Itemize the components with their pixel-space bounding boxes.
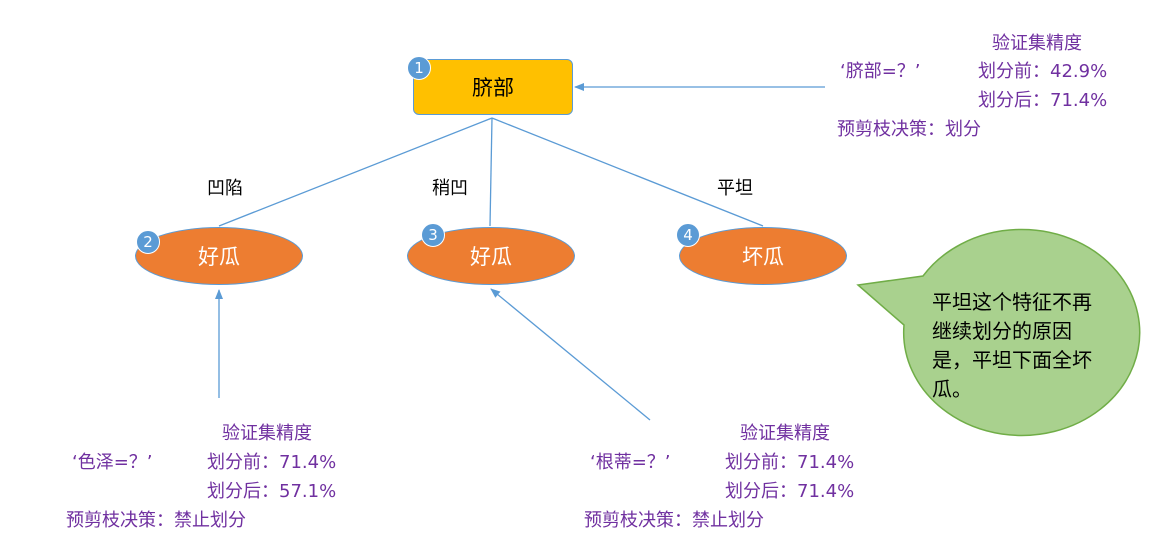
root-panel-split: ‘脐部=？’ [840, 61, 921, 82]
left-panel-after: 划分后：57.1% [207, 481, 337, 502]
middle-panel-title: 验证集精度 [740, 423, 830, 444]
leaf-node-2-number-badge: 2 [136, 230, 160, 254]
edge-root-to-node-4 [491, 117, 764, 227]
left-panel-title: 验证集精度 [222, 423, 312, 444]
left-panel-split: ‘色泽=？’ [72, 452, 153, 473]
leaf-node-4-number-badge: 4 [676, 223, 700, 247]
middle-panel-split: ‘根蒂=？’ [590, 452, 671, 473]
middle-panel-before: 划分前：71.4% [725, 452, 855, 473]
root-node: 脐部 [413, 59, 573, 115]
root-panel-title: 验证集精度 [992, 33, 1082, 54]
root-node-number-badge: 1 [407, 56, 431, 80]
callout-text: 平坦这个特征不再继续划分的原因是，平坦下面全坏瓜。 [932, 290, 1092, 401]
edge-label-slightly-concave: 稍凹 [432, 178, 468, 199]
edge-root-to-node-3 [489, 117, 493, 227]
middle-panel-decision: 预剪枝决策：禁止划分 [584, 510, 764, 531]
root-panel-decision: 预剪枝决策：划分 [837, 119, 981, 140]
edge-label-flat: 平坦 [717, 178, 753, 199]
middle-panel-after: 划分后：71.4% [725, 481, 855, 502]
edge-label-concave: 凹陷 [207, 178, 243, 199]
leaf-node-3-label: 好瓜 [470, 245, 512, 269]
root-node-label: 脐部 [472, 76, 514, 100]
leaf-node-4-label: 坏瓜 [742, 245, 784, 269]
left-panel-decision: 预剪枝决策：禁止划分 [66, 510, 246, 531]
leaf-node-3-number-badge: 3 [421, 223, 445, 247]
leaf-node-2-label: 好瓜 [198, 245, 240, 269]
edge-root-to-node-2 [218, 117, 493, 227]
leaf-node-2: 好瓜 [135, 227, 303, 285]
root-panel-before: 划分前：42.9% [978, 61, 1108, 82]
arrow-to-node-3 [490, 288, 651, 421]
root-panel-after: 划分后：71.4% [978, 90, 1108, 111]
left-panel-before: 划分前：71.4% [207, 452, 337, 473]
leaf-node-4: 坏瓜 [679, 227, 847, 285]
callout-bubble [856, 228, 1141, 437]
